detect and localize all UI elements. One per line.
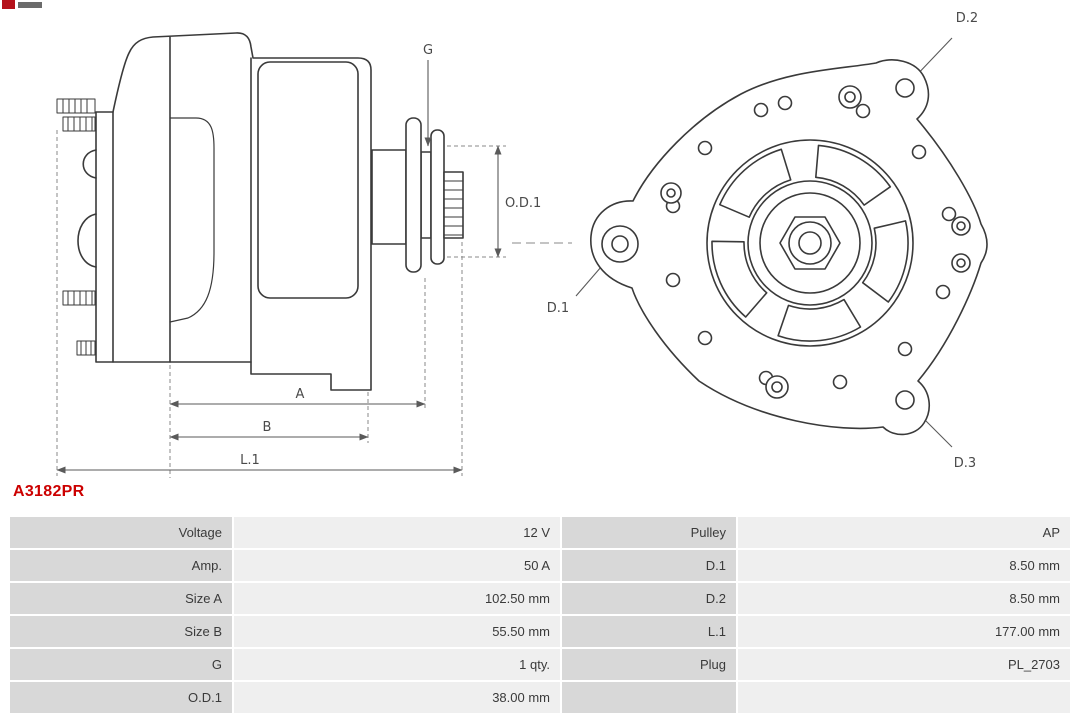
shaft-nut (779, 216, 841, 270)
spec-label: Size A (10, 583, 232, 614)
shaft (371, 149, 407, 245)
shaft-end (443, 171, 464, 239)
spec-label: D.1 (562, 550, 736, 581)
dim-label-b: B (263, 420, 272, 435)
spec-value: PL_2703 (738, 649, 1070, 680)
dimension-labels: G O.D.1 A B L.1 D.1 D.2 D.3 (240, 11, 978, 471)
mounting-hole-d2 (895, 78, 915, 98)
pulley-groove-hub (420, 151, 432, 239)
spec-value: 55.50 mm (234, 616, 560, 647)
dim-label-d2: D.2 (956, 11, 978, 26)
spec-value: 8.50 mm (738, 583, 1070, 614)
technical-drawing: G O.D.1 A B L.1 D.1 D.2 D.3 (2, 0, 988, 478)
spec-table: Voltage 12 V Pulley AP Amp. 50 A D.1 8.5… (10, 517, 1070, 713)
spec-label: Voltage (10, 517, 232, 548)
spec-value (738, 682, 1070, 713)
alternator-front-view (590, 59, 988, 436)
spec-label: D.2 (562, 583, 736, 614)
brand-logo (2, 0, 42, 9)
mounting-hole-d3 (895, 390, 915, 410)
spec-value: 8.50 mm (738, 550, 1070, 581)
dim-label-d3: D.3 (954, 456, 976, 471)
dim-label-a: A (296, 387, 305, 402)
alternator-side-view (56, 32, 464, 391)
housing-silhouette (95, 32, 372, 391)
spec-label: Amp. (10, 550, 232, 581)
part-number: A3182PR (13, 483, 85, 500)
spec-value: 177.00 mm (738, 616, 1070, 647)
bearing-bump (77, 213, 97, 268)
pulley-disc-front (430, 129, 445, 265)
through-bolts (660, 85, 971, 399)
spec-label: G (10, 649, 232, 680)
rotor-contour (169, 117, 215, 323)
spec-value: 12 V (234, 517, 560, 548)
mounting-hole-d1 (611, 235, 629, 253)
spec-value: 1 qty. (234, 649, 560, 680)
stator-window (257, 61, 359, 299)
spec-label (562, 682, 736, 713)
spec-value: 50 A (234, 550, 560, 581)
spec-value: 102.50 mm (234, 583, 560, 614)
spec-value: 38.00 mm (234, 682, 560, 713)
pulley-disc-rear (405, 117, 422, 273)
spec-value: AP (738, 517, 1070, 548)
dim-label-l1: L.1 (240, 453, 260, 468)
vent-slots (711, 144, 909, 342)
dim-label-d1: D.1 (547, 301, 569, 316)
dim-label-od1: O.D.1 (505, 196, 541, 211)
terminal-bump (82, 149, 97, 179)
terminal-studs (56, 98, 96, 356)
cooling-holes (665, 95, 957, 390)
spec-label: O.D.1 (10, 682, 232, 713)
dim-label-g: G (423, 43, 433, 58)
spec-label: Plug (562, 649, 736, 680)
spec-label: Pulley (562, 517, 736, 548)
pulley (405, 117, 464, 273)
spec-label: L.1 (562, 616, 736, 647)
spec-label: Size B (10, 616, 232, 647)
